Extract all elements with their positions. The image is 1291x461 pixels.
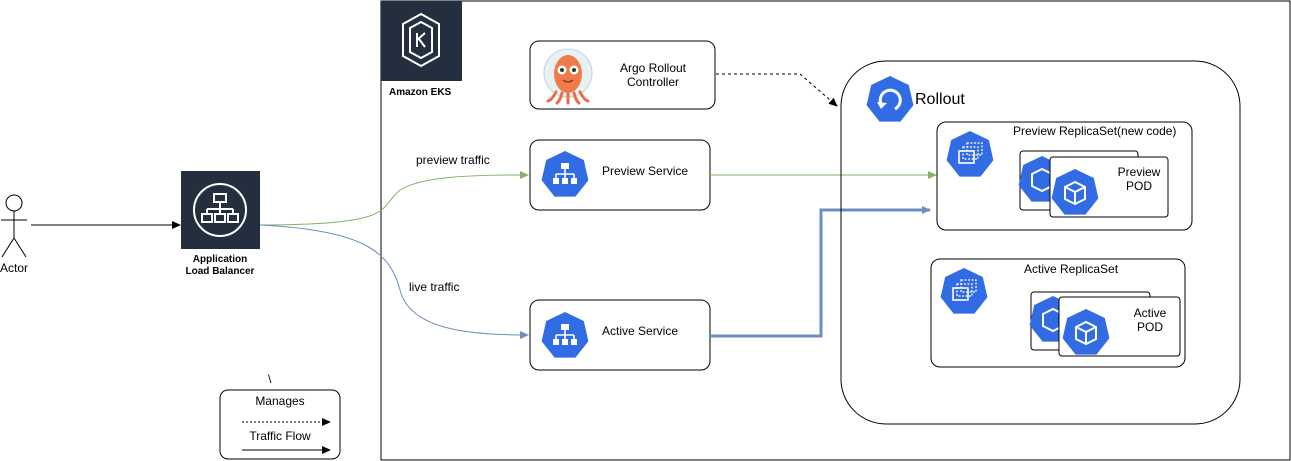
preview-service-label: Preview Service bbox=[602, 164, 689, 178]
legend-traffic-flow-label: Traffic Flow bbox=[249, 429, 311, 443]
load-balancer-icon bbox=[181, 171, 260, 249]
active-service-to-replicaset-arrow bbox=[710, 206, 931, 338]
eks-label: Amazon EKS bbox=[389, 87, 452, 98]
active-pod-label: Active POD bbox=[1122, 306, 1178, 334]
active-replicaset-label: Active ReplicaSet bbox=[1024, 262, 1119, 276]
preview-replicaset-label: Preview ReplicaSet(new code) bbox=[1013, 124, 1177, 138]
pod-icon bbox=[1051, 169, 1099, 215]
manages-arrow bbox=[716, 73, 838, 107]
eks-cluster-frame bbox=[380, 0, 1291, 461]
active-service-label: Active Service bbox=[602, 324, 679, 338]
active-pod-label-line1: Active bbox=[1133, 306, 1167, 320]
argo-octopus-icon bbox=[543, 48, 593, 105]
actor-icon bbox=[1, 194, 27, 258]
argo-label-line1: Argo Rollout bbox=[619, 61, 687, 75]
alb-label-line1: Application bbox=[192, 254, 248, 265]
live-traffic-label: live traffic bbox=[409, 280, 460, 294]
argo-label-line2: Controller bbox=[626, 75, 680, 89]
preview-pod-label-line2: POD bbox=[1125, 179, 1152, 193]
replicaset-icon bbox=[946, 131, 994, 177]
kubernetes-service-icon bbox=[541, 312, 589, 358]
alb-label-line2: Load Balancer bbox=[185, 266, 255, 277]
argo-label: Argo Rollout Controller bbox=[598, 61, 708, 89]
replicaset-icon bbox=[940, 268, 988, 314]
live-traffic-flow bbox=[259, 224, 529, 339]
pod-icon bbox=[1062, 309, 1110, 355]
actor-label: Actor bbox=[0, 261, 29, 275]
active-pod-label-line2: POD bbox=[1136, 320, 1163, 334]
preview-pod-label: Preview POD bbox=[1110, 165, 1168, 193]
eks-icon bbox=[381, 1, 462, 81]
legend-box bbox=[219, 389, 341, 460]
rollout-icon bbox=[866, 76, 914, 122]
rollout-container bbox=[840, 60, 1241, 425]
preview-traffic-label: preview traffic bbox=[416, 153, 490, 167]
legend-manages-label: Manages bbox=[255, 394, 305, 408]
legend-stray-mark: \ bbox=[268, 372, 272, 386]
rollout-label: Rollout bbox=[915, 91, 965, 108]
kubernetes-service-icon bbox=[541, 151, 589, 197]
preview-pod-label-line1: Preview bbox=[1117, 165, 1161, 179]
alb-label: Application Load Balancer bbox=[150, 254, 290, 278]
preview-traffic-flow bbox=[259, 171, 529, 226]
